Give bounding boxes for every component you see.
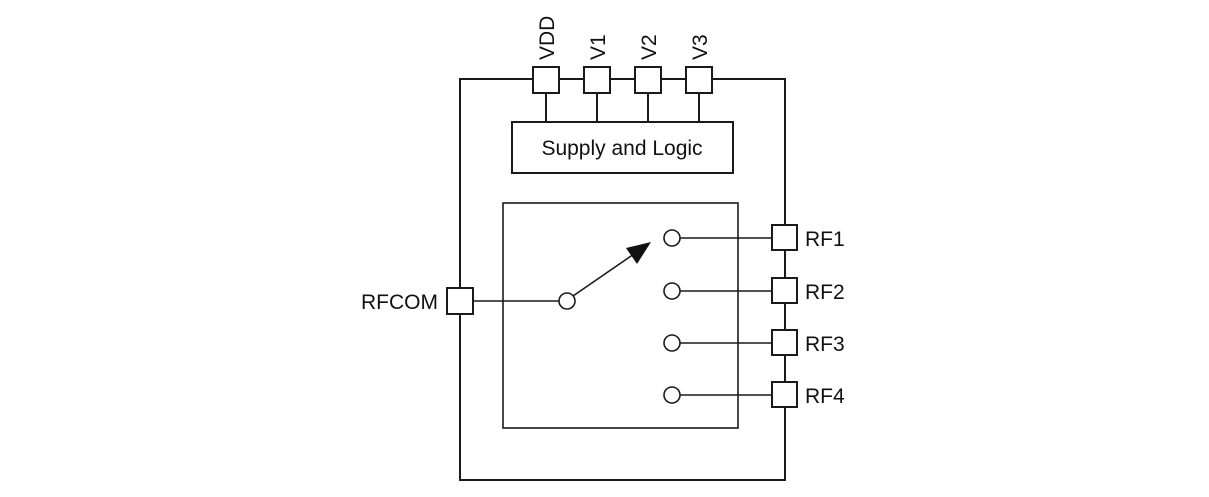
- pin-rf1: [771, 224, 798, 251]
- throw-node-rf1: [663, 229, 681, 247]
- pin-label-rf3: RF3: [805, 333, 845, 356]
- rfcom-pin-group: RFCOM: [361, 287, 474, 315]
- switch-arrow-icon: [626, 242, 651, 264]
- pin-label-v2: V2: [638, 34, 661, 60]
- pin-label-vdd: VDD: [536, 16, 559, 60]
- pin-rf2: [771, 277, 798, 304]
- common-node: [558, 292, 576, 310]
- pin-label-v1: V1: [587, 34, 610, 60]
- switch-box: [502, 202, 739, 429]
- pin-rf4: [771, 381, 798, 408]
- switch-block: [473, 202, 772, 429]
- pin-label-rf2: RF2: [805, 281, 845, 304]
- pin-label-rf4: RF4: [805, 385, 845, 408]
- supply-logic-label: Supply and Logic: [541, 137, 702, 160]
- throw-node-rf2: [663, 282, 681, 300]
- pin-v3: [685, 66, 713, 94]
- pin-rf3: [771, 329, 798, 356]
- top-pins: VDD V1 V2 V3: [532, 16, 713, 94]
- pin-v1: [583, 66, 611, 94]
- pin-label-rf1: RF1: [805, 228, 845, 251]
- pin-label-v3: V3: [689, 34, 712, 60]
- pin-v2: [634, 66, 662, 94]
- throw-node-rf4: [663, 386, 681, 404]
- rf-pins: RF1 RF2 RF3 RF4: [771, 224, 845, 408]
- supply-logic-box: [511, 121, 734, 174]
- pin-rfcom: [446, 287, 474, 315]
- switch-arm: [572, 253, 635, 297]
- supply-logic-block: Supply and Logic: [511, 93, 734, 174]
- throw-node-rf3: [663, 334, 681, 352]
- pin-label-rfcom: RFCOM: [361, 291, 438, 314]
- pin-vdd: [532, 66, 560, 94]
